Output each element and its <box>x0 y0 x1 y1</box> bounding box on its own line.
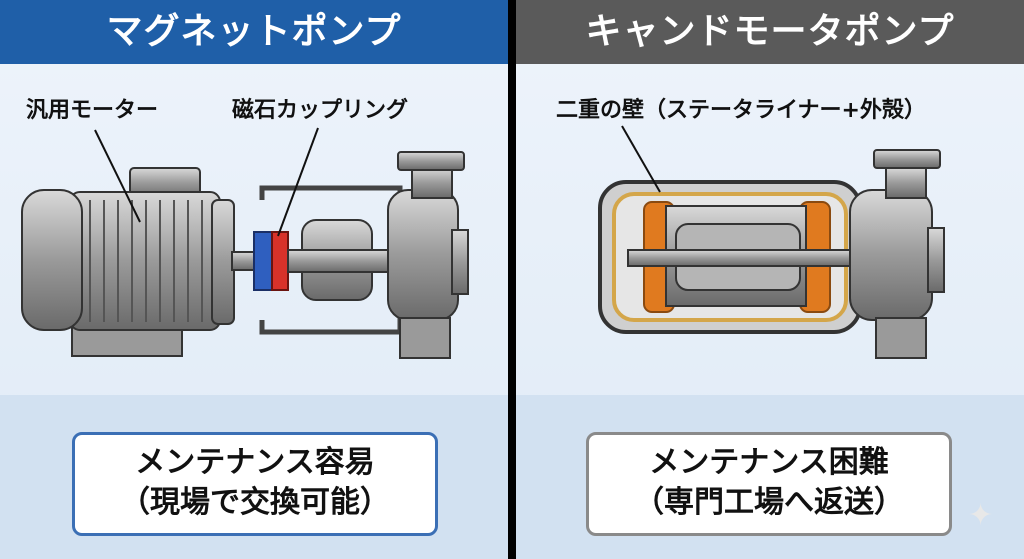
pump-foot-right <box>875 317 927 359</box>
pump-casing-right <box>849 189 933 321</box>
pump-foot <box>399 317 451 359</box>
pump-shaft <box>627 249 877 267</box>
maintenance-easy-note: （現場で交換可能） <box>120 485 390 520</box>
maintenance-difficult-box: メンテナンス困難 （専門工場へ返送） <box>586 432 952 536</box>
wall-leader-line <box>621 125 661 193</box>
maintenance-easy-text: メンテナンス容易 <box>135 445 375 480</box>
maintenance-easy-box: メンテナンス容易 （現場で交換可能） <box>72 432 438 536</box>
suction-flange-right <box>927 227 945 293</box>
magnet-coupling-inner <box>271 231 289 291</box>
suction-flange <box>451 229 469 295</box>
discharge-flange-right <box>873 149 941 169</box>
coupling-label: 磁石カップリング <box>232 98 409 123</box>
discharge-flange <box>397 151 465 171</box>
maintenance-difficult-note: （専門工場へ返送） <box>634 485 904 520</box>
magnet-pump-panel: マグネットポンプ <box>0 0 508 559</box>
motor-leader-line <box>94 129 141 223</box>
pump-casing <box>387 189 459 321</box>
magnet-pump-illustration <box>21 127 469 359</box>
magnet-pump-title: マグネットポンプ <box>0 0 508 64</box>
double-wall-label: 二重の壁（ステータライナー+外殻） <box>556 98 926 123</box>
magnet-coupling-outer <box>253 231 273 291</box>
maintenance-difficult-text: メンテナンス困難 <box>649 445 889 480</box>
coupling-leader-line <box>277 127 319 237</box>
canned-motor-pump-panel: キャンドモータポンプ 二重の壁（ステータライナー+外殻） メンテナンス困難 （専… <box>516 0 1024 559</box>
motor-label: 汎用モーター <box>26 98 159 123</box>
sparkle-icon: ✦ <box>968 498 994 533</box>
canned-motor-pump-illustration <box>598 125 945 359</box>
motor-end-cap <box>21 189 83 331</box>
canned-motor-pump-title: キャンドモータポンプ <box>516 0 1024 64</box>
